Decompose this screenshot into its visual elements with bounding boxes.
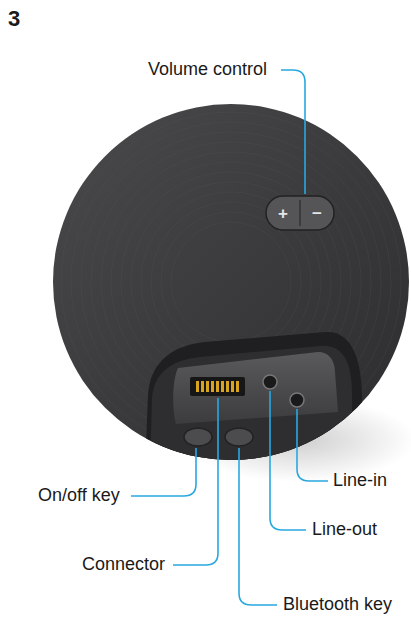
- line-in-jack: [290, 393, 304, 407]
- leader-line: [297, 409, 328, 481]
- leader-line: [281, 70, 305, 194]
- button-symbol: −: [312, 205, 322, 222]
- button-symbol: +: [278, 205, 288, 222]
- part-label: Volume control: [148, 59, 267, 81]
- leader-line: [173, 398, 218, 565]
- bluetooth-key: [225, 428, 253, 446]
- leader-line: [239, 448, 277, 605]
- part-label: Connector: [82, 554, 165, 576]
- part-label: Line-in: [333, 470, 387, 492]
- connector-port: [190, 377, 245, 396]
- volume-divider: [299, 200, 300, 226]
- leader-lines: [131, 70, 328, 605]
- volume-button: [266, 196, 334, 230]
- base-recess: [145, 332, 362, 470]
- figure-number: 3: [8, 6, 20, 32]
- leader-line: [270, 391, 306, 530]
- part-label: Line-out: [312, 519, 377, 541]
- leader-line: [131, 448, 196, 496]
- connector-pins: [196, 381, 239, 392]
- on-off-key: [184, 428, 212, 446]
- line-out-jack: [263, 375, 277, 389]
- part-label: Bluetooth key: [283, 594, 392, 616]
- part-label: On/off key: [38, 485, 120, 507]
